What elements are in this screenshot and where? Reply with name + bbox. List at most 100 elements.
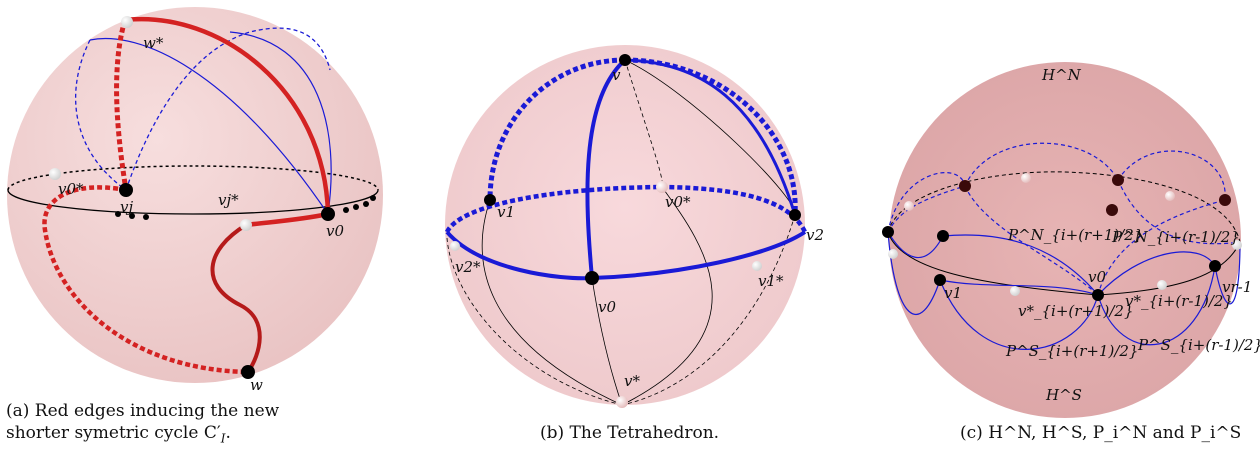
- vertex-v0-a: [321, 207, 335, 221]
- red-arc-a3: [42, 185, 249, 375]
- equator-front-a: [7, 189, 379, 215]
- blue-arc-a1: [89, 37, 329, 215]
- caption-b: (b) The Tetrahedron.: [540, 423, 720, 443]
- vertex-back-c2: [1112, 174, 1124, 186]
- vertex-back-star-c3: [1165, 191, 1175, 201]
- vertex-minus-star-c: [1157, 280, 1167, 290]
- blue-front-arc-c3: [939, 279, 1099, 296]
- label-v2-star-b: v2*: [455, 258, 481, 276]
- vertex-back-c1: [959, 180, 971, 192]
- equator-back-c: [887, 171, 1241, 243]
- blue-front-arc-c2: [1097, 251, 1216, 296]
- blue-equator-back-b: [444, 184, 808, 234]
- label-plus-star-c: v*_{i+(r+1)/2}: [1018, 302, 1134, 320]
- vertex-v1-c: [934, 274, 946, 286]
- label-v0-a: v0: [326, 222, 344, 240]
- label-vj-a: vj: [120, 198, 133, 216]
- label-v1-b: v1: [497, 203, 515, 221]
- label-PS-plus-c: P^S_{i+(r+1)/2}: [1005, 342, 1138, 360]
- label-w-star-a: w*: [143, 34, 164, 52]
- equator-dot-a6: [363, 201, 369, 207]
- vertex-v0-c: [1092, 289, 1104, 301]
- vertex-vj-a: [119, 183, 133, 197]
- label-v-star-b: v*: [624, 372, 640, 390]
- vertex-v2-b: [789, 209, 801, 221]
- label-v0-b: v0: [598, 298, 616, 316]
- vertex-v1-star-b: [752, 261, 762, 271]
- meridian-b3: [446, 237, 623, 406]
- caption-a-sub: I: [220, 431, 226, 446]
- vertex-v-b: [619, 54, 631, 66]
- equator-dot-a2: [129, 213, 135, 219]
- panel-a-diagram: w* v0* vj vj* v0 w: [7, 7, 383, 394]
- vertex-vj-star-a: [240, 219, 252, 231]
- vertex-w-star-a: [121, 16, 133, 28]
- vertex-back-c3: [1106, 204, 1118, 216]
- blue-back-arc-c6: [887, 185, 966, 233]
- vertex-v-star-b: [616, 396, 628, 408]
- label-vr1-c: vr-1: [1222, 278, 1252, 296]
- blue-back-arc-c3: [1117, 150, 1226, 201]
- vertex-back-c4: [1219, 194, 1231, 206]
- vertex-front-c1: [882, 226, 894, 238]
- red-arc-a2: [114, 19, 129, 191]
- label-w-a: w: [250, 376, 263, 394]
- red-arc-a5: [210, 223, 262, 374]
- panel-b-diagram: v v1 v0* v2 v2* v1* v0 v*: [444, 45, 824, 408]
- caption-c: (c) H^N, H^S, P_i^N and P_i^S: [960, 423, 1242, 443]
- label-v-b: v: [612, 66, 621, 84]
- blue-arc-b2: [487, 57, 626, 201]
- label-v0-star-b: v0*: [665, 193, 691, 211]
- caption-a-line2: shorter symetric cycle C′: [6, 423, 221, 443]
- blue-arc-a4: [125, 27, 331, 191]
- sphere-b: [445, 45, 805, 405]
- label-v2-b: v2: [806, 226, 824, 244]
- equator-dot-a1: [115, 211, 121, 217]
- caption-a-line1: (a) Red edges inducing the new: [6, 401, 280, 421]
- meridian-b2: [481, 199, 623, 406]
- equator-dot-a7: [370, 195, 376, 201]
- vertex-v0-b: [585, 271, 599, 285]
- vertex-v0-star-b: [656, 181, 668, 193]
- label-vj-star-a: vj*: [218, 191, 239, 209]
- label-v1-star-b: v1*: [758, 272, 784, 290]
- blue-back-arc-c1: [887, 172, 966, 233]
- vertex-front-star-c2: [1232, 240, 1242, 250]
- caption-a: (a) Red edges inducing the new shorter s…: [6, 400, 386, 449]
- label-PN-minus-c: P^N_{i+(r-1)/2}: [1111, 228, 1240, 246]
- label-minus-star-c: v*_{i+(r-1)/2}: [1125, 292, 1233, 310]
- blue-front-arc-c8: [1214, 241, 1241, 305]
- blue-front-arc-c7: [887, 231, 941, 315]
- label-HS-c: H^S: [1045, 386, 1082, 404]
- vertex-vr1-c: [1209, 260, 1221, 272]
- caption-a-end: .: [225, 423, 231, 443]
- blue-front-arc-c1: [942, 234, 1099, 296]
- vertex-v1-b: [484, 194, 496, 206]
- blue-back-arc-c7: [1117, 179, 1241, 245]
- vertex-v2-star-b: [450, 241, 460, 251]
- blue-arc-a2: [229, 31, 332, 215]
- blue-front-arc-c4: [887, 231, 944, 258]
- vertex-back-star-c1: [1021, 173, 1031, 183]
- label-v1-c: v1: [944, 284, 962, 302]
- equator-dot-a3: [143, 214, 149, 220]
- blue-back-arc-c2: [964, 142, 1119, 187]
- vertex-plus-star-c: [1010, 286, 1020, 296]
- vertex-v0-star-a: [49, 168, 61, 180]
- label-v0-c: v0: [1088, 268, 1106, 286]
- red-arc-a1: [124, 16, 331, 215]
- meridian-b5: [621, 186, 713, 406]
- blue-back-arc-c5: [1097, 199, 1226, 296]
- vertex-back-star-c2: [904, 201, 914, 211]
- label-v0-star-a: v0*: [58, 180, 84, 198]
- equator-back-a: [7, 165, 379, 191]
- blue-front-arc-c5: [939, 279, 1099, 350]
- label-PN-plus-c: P^N_{i+(r+1)/2}: [1007, 226, 1143, 244]
- meridian-b6: [591, 277, 623, 406]
- label-PS-minus-c: P^S_{i+(r-1)/2}: [1137, 336, 1260, 354]
- label-HN-c: H^N: [1041, 66, 1082, 84]
- equator-dot-a4: [343, 207, 349, 213]
- vertex-front-c2: [937, 230, 949, 242]
- blue-arc-b4: [624, 58, 797, 216]
